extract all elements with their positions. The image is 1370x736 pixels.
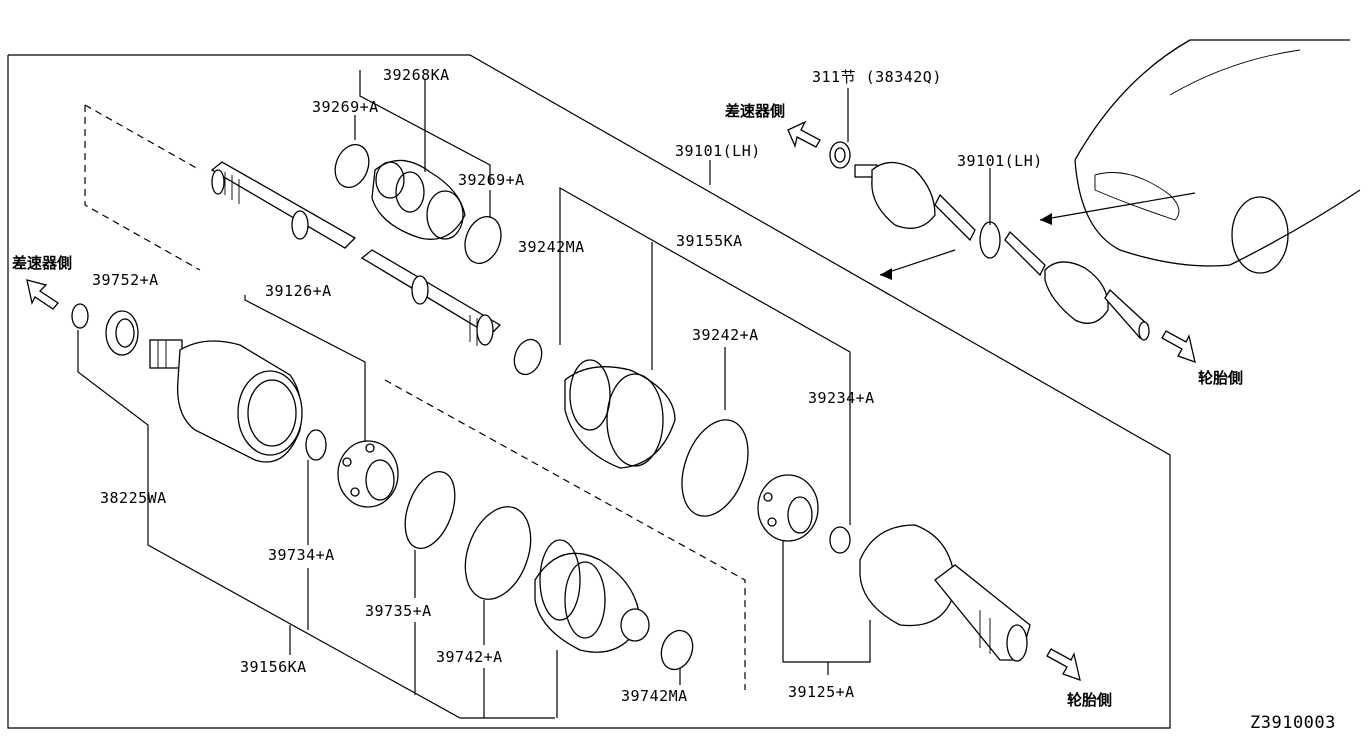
snap-ring-38225	[71, 303, 89, 329]
small-boot-39268	[371, 159, 466, 240]
arrow-diff-side-top-icon	[787, 120, 821, 149]
leader-lines	[77, 70, 991, 719]
label-39269A-mid: 39269+A	[458, 171, 525, 189]
label-39752A: 39752+A	[92, 271, 159, 289]
label-39268KA: 39268KA	[383, 66, 450, 84]
label-diff-side-left: 差速器側	[12, 254, 72, 272]
ball-cage-39125	[757, 474, 819, 542]
label-39126A: 39126+A	[265, 282, 332, 300]
tripod-spider-39126	[337, 440, 399, 508]
label-311: 311节 (38342Q)	[812, 68, 942, 86]
shaft-group-outline	[84, 104, 201, 271]
label-39125A: 39125+A	[788, 683, 855, 701]
label-tire-side-right: 轮胎側	[1198, 369, 1243, 387]
boot-39742	[534, 539, 650, 653]
label-39734A: 39734+A	[268, 546, 335, 564]
label-39735A: 39735+A	[365, 602, 432, 620]
snap-ring-39735	[404, 471, 456, 549]
label-39155KA: 39155KA	[676, 232, 743, 250]
boot-band-39242MA	[513, 338, 543, 376]
label-39742MA: 39742MA	[621, 687, 688, 705]
boot-band-39269-left	[334, 143, 370, 189]
part-labels: 39268KA 39269+A 39269+A 39101(LH) 311节 (…	[12, 66, 1336, 733]
label-diff-side-top: 差速器側	[725, 102, 785, 120]
arrow-tire-side-right-icon	[1161, 330, 1196, 364]
boot-band-39742MA	[660, 629, 694, 671]
arrow-diff-side-left-icon	[26, 279, 59, 310]
housing-39126	[149, 339, 303, 463]
oil-seal-39752	[105, 310, 139, 356]
arrow-tire-side-bottom-icon	[1046, 648, 1081, 682]
boot-39155	[564, 359, 676, 469]
label-39156KA: 39156KA	[240, 658, 307, 676]
boot-band-39269-right	[464, 216, 502, 264]
label-39242A: 39242+A	[692, 326, 759, 344]
drive-shaft-assembly-39101	[829, 141, 1150, 341]
label-39101LH-car: 39101(LH)	[957, 152, 1043, 170]
arrow-inset-diff	[879, 249, 956, 280]
boot-kit-group-outline	[384, 379, 746, 690]
snap-ring-39234	[829, 526, 851, 554]
drive-shaft	[210, 161, 502, 346]
boot-band-39242	[681, 419, 749, 517]
label-39234A: 39234+A	[808, 389, 875, 407]
car-inset	[1039, 39, 1361, 274]
label-39269A-top: 39269+A	[312, 98, 379, 116]
label-39742A: 39742+A	[436, 648, 503, 666]
label-38225WA: 38225WA	[100, 489, 167, 507]
label-tire-side-bottom: 轮胎側	[1067, 691, 1112, 709]
diagram-frame	[7, 54, 1171, 729]
label-39242MA: 39242MA	[518, 238, 585, 256]
label-39101LH-box: 39101(LH)	[675, 142, 761, 160]
outer-joint-39125	[859, 524, 1031, 662]
diagram-code: Z3910003	[1250, 713, 1336, 733]
circlip-39734	[305, 429, 327, 461]
boot-band-39742	[464, 506, 532, 600]
